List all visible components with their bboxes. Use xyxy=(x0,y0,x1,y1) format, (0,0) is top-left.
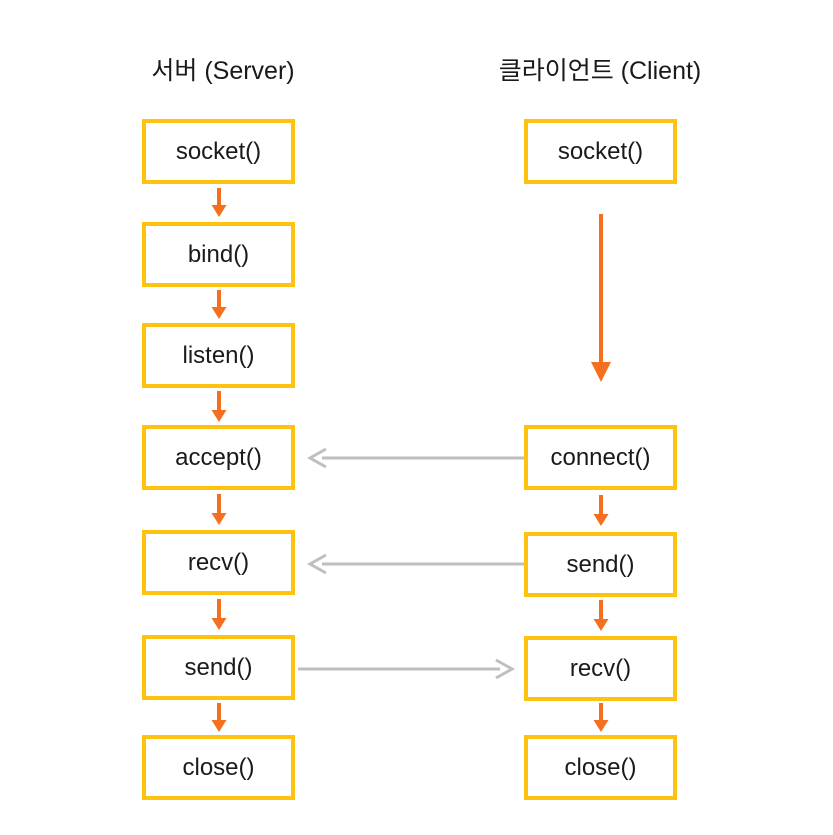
node-server-bind[interactable]: bind() xyxy=(142,222,295,287)
node-label: recv() xyxy=(569,654,632,682)
node-server-listen[interactable]: listen() xyxy=(142,323,295,388)
node-client-close[interactable]: close() xyxy=(524,735,677,800)
node-label: bind() xyxy=(187,240,250,268)
node-label: recv() xyxy=(187,548,250,576)
flow-arrow-server-send-to-close xyxy=(208,703,230,733)
node-server-accept[interactable]: accept() xyxy=(142,425,295,490)
node-server-send[interactable]: send() xyxy=(142,635,295,700)
node-label: close() xyxy=(182,753,255,781)
node-client-socket[interactable]: socket() xyxy=(524,119,677,184)
node-server-recv[interactable]: recv() xyxy=(142,530,295,595)
flow-arrow-client-connect-to-send xyxy=(590,495,612,527)
node-client-send[interactable]: send() xyxy=(524,532,677,597)
node-label: send() xyxy=(184,653,253,681)
node-label: accept() xyxy=(175,443,262,471)
message-arrow-connect-to-accept xyxy=(306,447,524,469)
node-label: socket() xyxy=(175,137,262,165)
flow-arrow-client-recv-to-close xyxy=(590,703,612,733)
node-client-connect[interactable]: connect() xyxy=(524,425,677,490)
node-server-socket[interactable]: socket() xyxy=(142,119,295,184)
column-title-client: 클라이언트 (Client) xyxy=(498,57,702,85)
node-label: close() xyxy=(564,753,637,781)
flow-arrow-client-socket-to-connect xyxy=(589,214,613,384)
flow-arrow-server-socket-to-bind xyxy=(208,188,230,218)
node-label: send() xyxy=(566,550,635,578)
flow-arrow-server-bind-to-listen xyxy=(208,290,230,320)
flow-arrow-server-recv-to-send xyxy=(208,599,230,631)
column-title-server: 서버 (Server) xyxy=(151,57,295,85)
node-label: socket() xyxy=(557,137,644,165)
flow-arrow-server-listen-to-accept xyxy=(208,391,230,423)
flow-arrow-client-send-to-recv xyxy=(590,600,612,632)
node-label: connect() xyxy=(550,443,651,471)
node-label: listen() xyxy=(182,341,255,369)
node-server-close[interactable]: close() xyxy=(142,735,295,800)
message-arrow-server-send-to-client-recv xyxy=(298,658,516,680)
message-arrow-client-send-to-server-recv xyxy=(306,553,524,575)
flow-arrow-server-accept-to-recv xyxy=(208,494,230,526)
node-client-recv[interactable]: recv() xyxy=(524,636,677,701)
